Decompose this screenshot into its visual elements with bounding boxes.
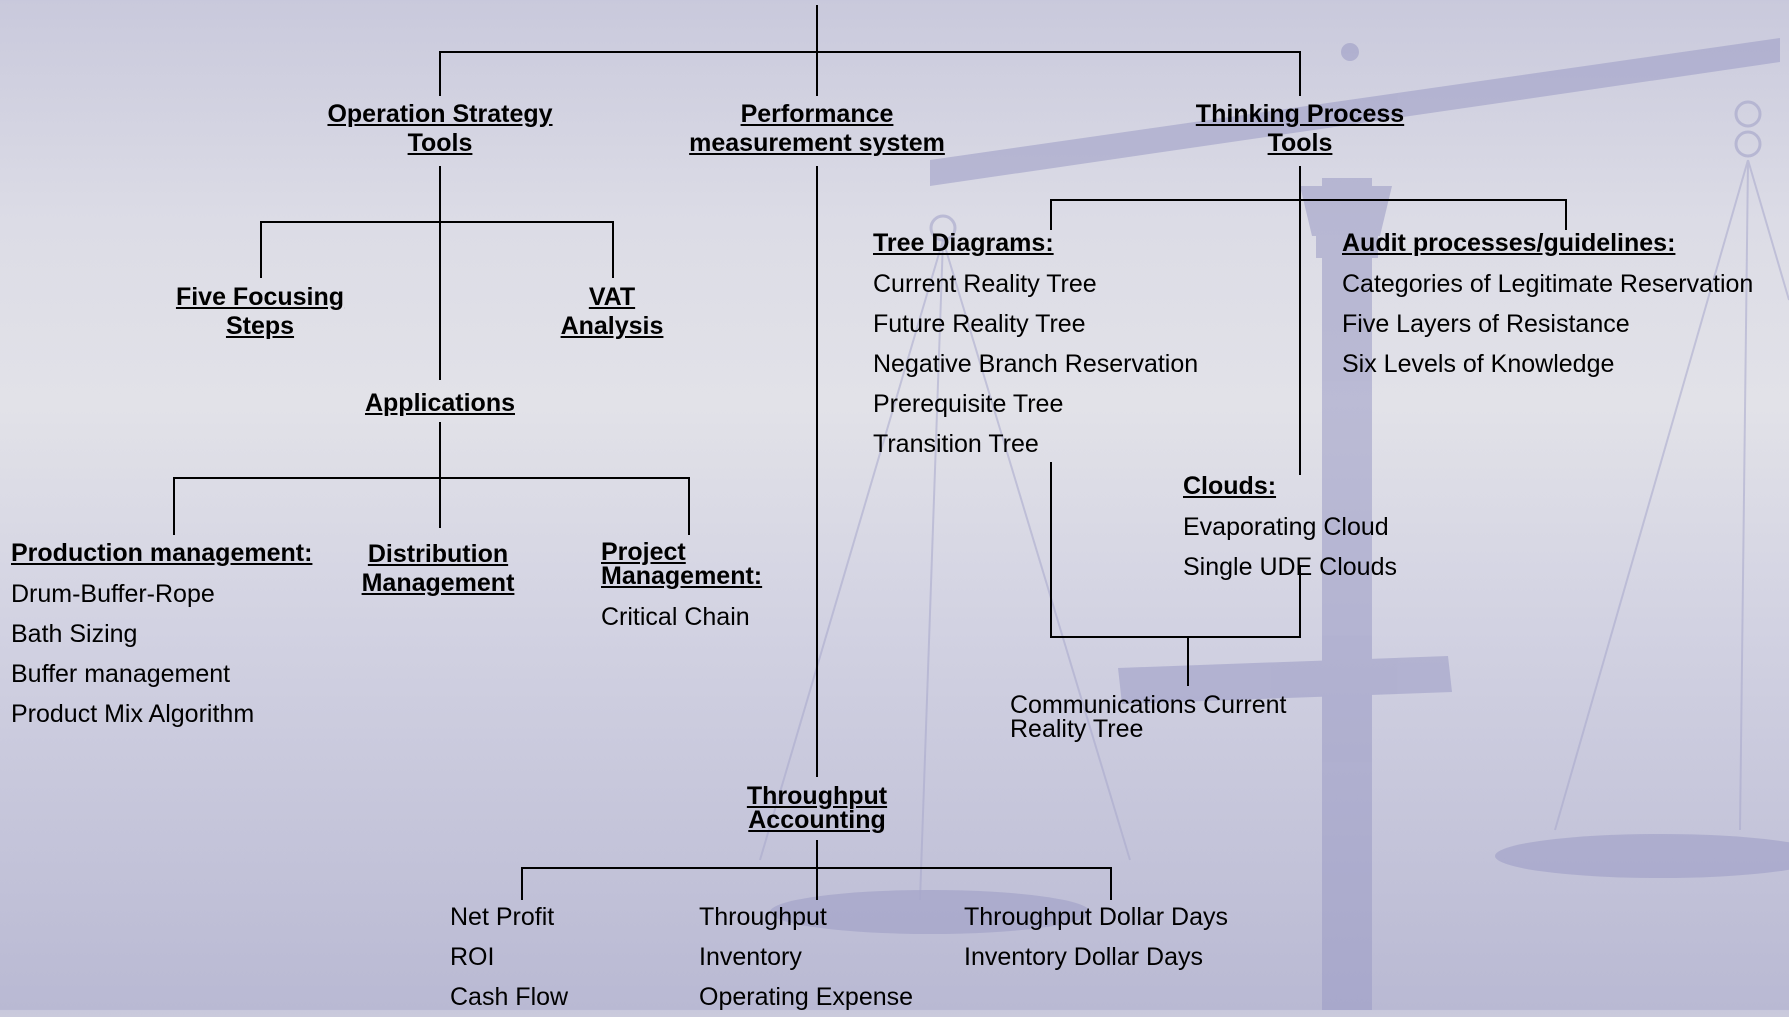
audit-processes-list: Categories of Legitimate Reservation Fiv… — [1342, 264, 1753, 384]
list-item: Throughput Dollar Days — [964, 903, 1229, 931]
tree-diagrams-list: Current Reality Tree Future Reality Tree… — [873, 264, 1198, 464]
list-item: Critical Chain — [601, 603, 750, 631]
list-item: Net Profit — [450, 903, 555, 931]
vat-analysis-heading: VAT Analysis — [560, 283, 664, 340]
list-item: Transition Tree — [873, 430, 1039, 458]
list-item: Future Reality Tree — [873, 310, 1086, 338]
list-item: Buffer management — [11, 660, 231, 688]
list-item: Operating Expense — [699, 983, 914, 1011]
project-management-list: Critical Chain — [601, 597, 750, 637]
project-management-heading: Project Management: — [601, 538, 763, 590]
list-item: Cash Flow — [450, 983, 569, 1011]
list-item: Evaporating Cloud — [1183, 513, 1389, 541]
list-item: Six Levels of Knowledge — [1342, 350, 1615, 378]
operation-strategy-tools-heading: Operation Strategy Tools — [327, 100, 553, 157]
applications-heading: Applications — [364, 389, 515, 417]
throughput-accounting-list-middle: Throughput Inventory Operating Expense — [699, 897, 913, 1017]
audit-processes-heading: Audit processes/guidelines: — [1342, 229, 1676, 257]
clouds-heading: Clouds: — [1183, 472, 1277, 500]
list-item: Five Layers of Resistance — [1342, 310, 1630, 338]
list-item: Product Mix Algorithm — [11, 700, 255, 728]
clouds-list: Evaporating Cloud Single UDE Clouds — [1183, 507, 1397, 587]
thinking-process-tools-heading: Thinking Process Tools — [1195, 100, 1405, 157]
tree-diagrams-heading: Tree Diagrams: — [873, 229, 1054, 257]
list-item: Categories of Legitimate Reservation — [1342, 270, 1754, 298]
throughput-accounting-list-right: Throughput Dollar Days Inventory Dollar … — [964, 897, 1228, 977]
communications-current-reality-tree: Communications Current Reality Tree — [1010, 691, 1287, 743]
list-item: Prerequisite Tree — [873, 390, 1064, 418]
throughput-accounting-list-left: Net Profit ROI Cash Flow — [450, 897, 568, 1017]
list-item: Inventory — [699, 943, 802, 971]
list-item: Throughput — [699, 903, 827, 931]
list-item: Single UDE Clouds — [1183, 553, 1397, 581]
production-management-heading: Production management: — [11, 539, 313, 567]
list-item: Drum-Buffer-Rope — [11, 580, 215, 608]
distribution-management-heading: Distribution Management — [361, 540, 515, 597]
production-management-list: Drum-Buffer-Rope Bath Sizing Buffer mana… — [11, 574, 254, 734]
list-item: ROI — [450, 943, 495, 971]
throughput-accounting-heading: Throughput Accounting — [746, 782, 888, 834]
list-item: Negative Branch Reservation — [873, 350, 1199, 378]
list-item: Bath Sizing — [11, 620, 138, 648]
list-item: Current Reality Tree — [873, 270, 1097, 298]
performance-measurement-heading: Performance measurement system — [689, 100, 945, 157]
five-focusing-steps-heading: Five Focusing Steps — [175, 283, 345, 340]
list-item: Inventory Dollar Days — [964, 943, 1203, 971]
